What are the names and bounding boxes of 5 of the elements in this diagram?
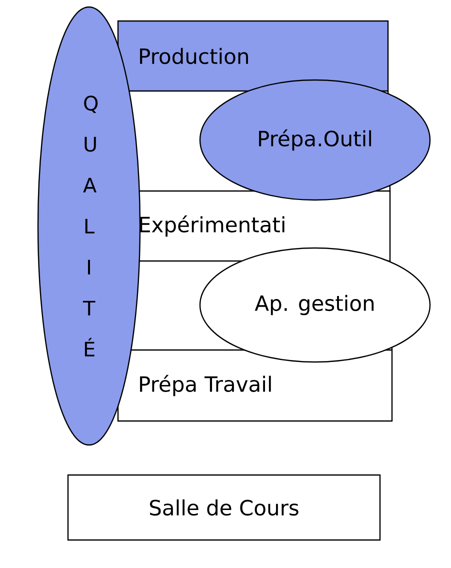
oval: Prépa.Outil xyxy=(199,79,431,201)
box: Salle de Cours xyxy=(67,474,381,541)
process-box: Production xyxy=(117,20,389,92)
oval: Ap. gestion xyxy=(199,247,431,363)
process-box: Prépa Travail xyxy=(117,349,393,422)
